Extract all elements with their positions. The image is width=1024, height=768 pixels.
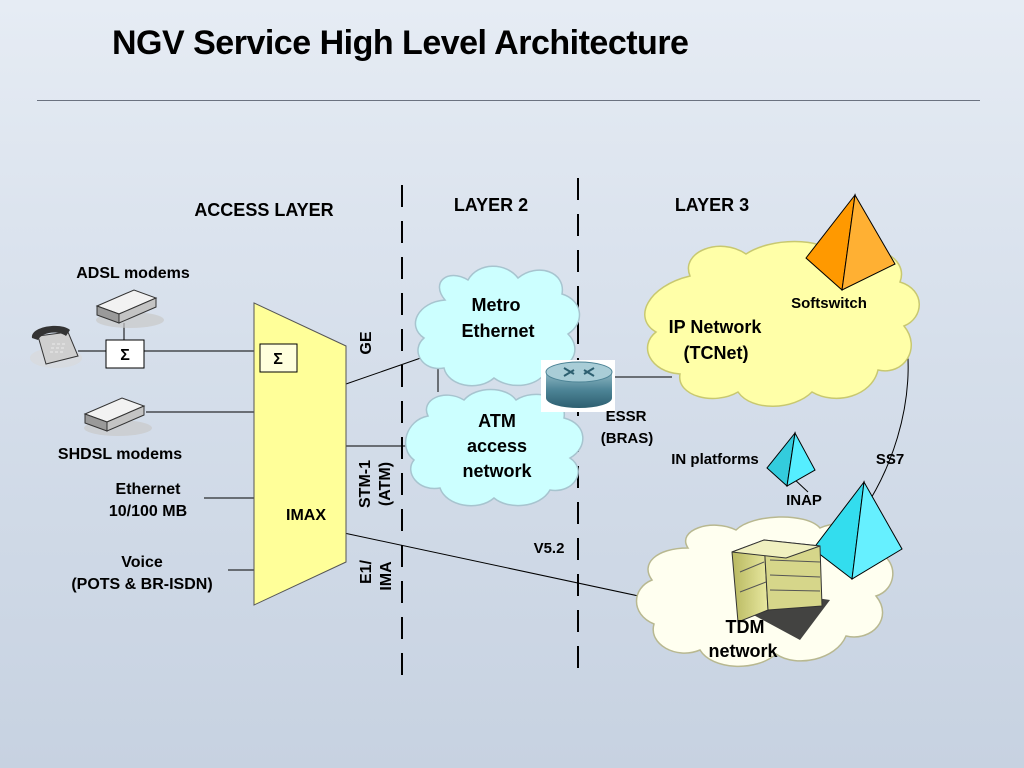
softswitch-label: Softswitch [791, 295, 867, 312]
ge-label: GE [358, 331, 375, 354]
in-platforms-label: IN platforms [671, 451, 759, 468]
splitter-label: Σ [120, 347, 130, 364]
shdsl-modem-icon [83, 397, 152, 436]
adsl-modems-label: ADSL modems [76, 265, 190, 282]
adsl-modem-icon [95, 289, 164, 328]
e1-label-1: E1/ [358, 559, 375, 584]
softswitch-pyramid-icon [805, 193, 896, 291]
voice-label-1: Voice [121, 554, 163, 571]
slide-title: NGV Service High Level Architecture [112, 24, 689, 62]
ip-cloud-label-2: (TCNet) [684, 343, 749, 363]
voice-label-2: (POTS & BR-ISDN) [71, 576, 212, 593]
access-layer-label: ACCESS LAYER [194, 200, 333, 220]
atm-access-cloud [404, 388, 584, 507]
router-icon [541, 360, 615, 412]
layer3-label: LAYER 3 [675, 195, 749, 215]
ss7-label: SS7 [876, 451, 904, 468]
inap-label: INAP [786, 492, 822, 509]
atm-cloud-label-3: network [462, 461, 532, 481]
metro-cloud-label-2: Ethernet [461, 321, 534, 341]
ethernet-label-1: Ethernet [116, 481, 182, 498]
v52-label: V5.2 [534, 540, 565, 557]
stm-label-2: (ATM) [377, 462, 394, 506]
telephone-icon [30, 325, 82, 368]
tdm-cloud-label-2: network [708, 641, 778, 661]
tdm-switch-icon [731, 539, 830, 640]
splitter-box [105, 339, 145, 369]
in-platform-small-icon [766, 431, 816, 487]
imax-sigma-label: Σ [273, 351, 283, 368]
layer2-label: LAYER 2 [454, 195, 528, 215]
in-platform-large-icon [812, 480, 903, 580]
title-divider [37, 100, 980, 101]
metro-ethernet-cloud [414, 265, 581, 387]
e1-label-2: IMA [378, 561, 395, 591]
tdm-cloud-label-1: TDM [726, 617, 765, 637]
essr-label-1: ESSR [606, 408, 647, 425]
ethernet-label-2: 10/100 MB [109, 503, 187, 520]
imax-mux [253, 302, 347, 606]
shdsl-modems-label: SHDSL modems [58, 446, 182, 463]
atm-cloud-label-2: access [467, 436, 527, 456]
imax-label: IMAX [286, 507, 326, 524]
v52-link [343, 532, 649, 599]
stm-label-1: STM-1 [357, 460, 374, 508]
essr-label-2: (BRAS) [601, 430, 654, 447]
metro-cloud-label-1: Metro [472, 295, 521, 315]
ip-cloud-label-1: IP Network [669, 317, 763, 337]
atm-cloud-label-1: ATM [478, 411, 516, 431]
imax-sigma-box [259, 343, 298, 373]
